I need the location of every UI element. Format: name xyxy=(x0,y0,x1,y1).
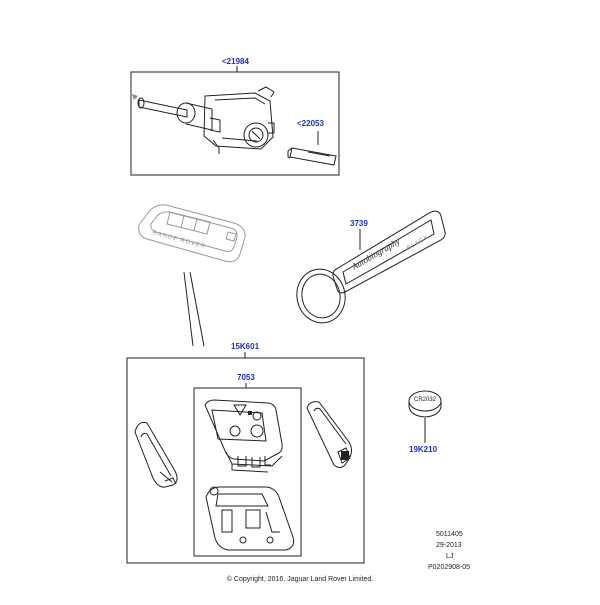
meta-line-1: 5011405 xyxy=(436,531,463,538)
battery-illustration xyxy=(408,390,442,418)
meta-line-2: 29-2013 xyxy=(436,542,462,549)
transmitter-illustration xyxy=(204,399,283,473)
meta-line-3: LJ xyxy=(446,553,454,560)
meta-line-4: P0202908-05 xyxy=(428,564,471,571)
fob-brand-text: RANGE ROVER xyxy=(151,230,206,250)
callout-transmitter[interactable]: 7053 xyxy=(237,373,255,382)
copyright-notice: © Copyright, 2016. Jaguar Land Rover Lim… xyxy=(226,576,374,583)
callout-key-kit[interactable]: 15K601 xyxy=(231,342,260,351)
callout-key-blade[interactable]: <22053 xyxy=(297,119,324,128)
transmitter-box xyxy=(193,387,302,557)
badge-small-text: BLACK xyxy=(406,234,430,252)
fob-leader-left xyxy=(183,271,194,347)
key-blade-illustration xyxy=(287,147,337,166)
right-side-cover-illustration xyxy=(306,401,352,468)
fob-leader-right xyxy=(189,271,205,347)
left-side-cover-illustration xyxy=(134,421,178,488)
transmitter-button-dot xyxy=(248,411,252,415)
keyring-illustration xyxy=(296,210,446,324)
lock-assembly-box xyxy=(130,71,340,176)
key-fob-illustration xyxy=(138,204,246,263)
lock-cylinder-illustration xyxy=(137,86,275,154)
cylinder-tip xyxy=(132,94,138,100)
callout-lock-assembly[interactable]: <21984 xyxy=(222,57,249,66)
battery-label: CR2032 xyxy=(414,397,437,403)
callout-battery[interactable]: 19K210 xyxy=(409,445,438,454)
fob-housing-illustration xyxy=(205,486,295,551)
right-cover-emblem xyxy=(341,451,349,460)
callout-keyring[interactable]: 3739 xyxy=(350,219,368,228)
